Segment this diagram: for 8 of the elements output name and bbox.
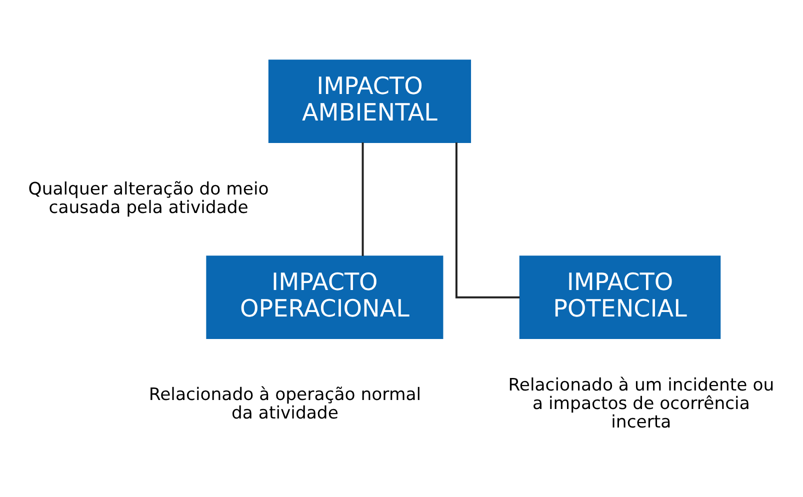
node-box: IMPACTO POTENCIAL (519, 255, 721, 339)
node-label: Qualquer alteração do meio causada pela atividade (28, 179, 269, 218)
connector (455, 142, 520, 298)
node-box: IMPACTO AMBIENTAL (268, 59, 472, 143)
node-label: Relacionado à operação normal da atividade (148, 384, 422, 423)
node-label: Relacionado à um incidente ou a impactos de ocorrência incerta (508, 375, 774, 432)
node-box: IMPACTO OPERACIONAL (206, 255, 444, 339)
connector (362, 142, 364, 256)
